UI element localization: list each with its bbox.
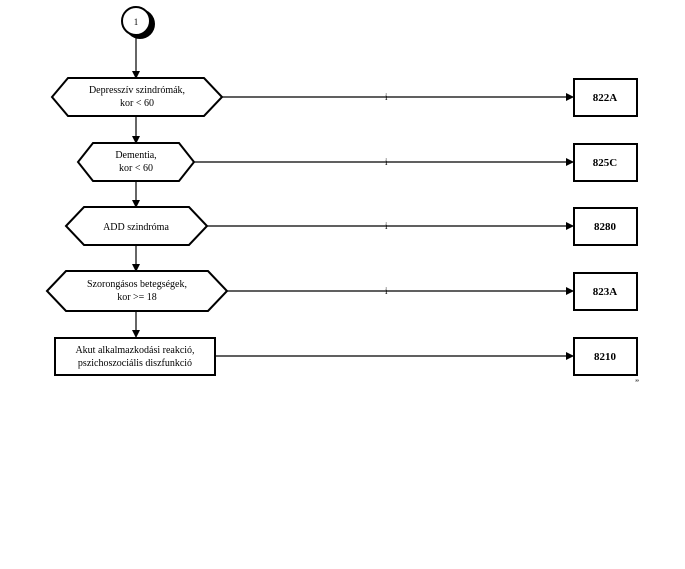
decision-dementia: Dementia, kor < 60 xyxy=(76,142,196,182)
process-line-1: Akut alkalmazkodási reakció, xyxy=(75,345,194,356)
decision-anxiety: Szorongásos betegségek, kor >= 18 xyxy=(45,270,229,312)
decision-add-line-1: ADD szindróma xyxy=(103,222,169,233)
process-acute-adjustment: Akut alkalmazkodási reakció, pszichoszoc… xyxy=(54,337,216,376)
start-connector: 1 xyxy=(121,6,155,39)
result-code-823A: 823A xyxy=(593,286,618,298)
process-line-2: pszichoszociális diszfunkció xyxy=(78,358,192,369)
result-box-8280: 8280 xyxy=(573,207,638,246)
branch-label-823A: i xyxy=(385,286,388,296)
decision-depressive-line-2: kor < 60 xyxy=(120,98,154,109)
decision-add: ADD szindróma xyxy=(64,206,209,246)
footnote-mark: ” xyxy=(635,378,639,388)
result-code-825C: 825C xyxy=(593,157,618,169)
branch-label-825C: i xyxy=(385,157,388,167)
branch-label-822A: i xyxy=(385,92,388,102)
result-box-822A: 822A xyxy=(573,78,638,117)
result-code-822A: 822A xyxy=(593,92,618,104)
result-box-825C: 825C xyxy=(573,143,638,182)
decision-depressive: Depresszív szindrómák, kor < 60 xyxy=(50,77,224,117)
result-box-8210: 8210 xyxy=(573,337,638,376)
decision-dementia-line-1: Dementia, xyxy=(115,150,156,161)
result-box-823A: 823A xyxy=(573,272,638,311)
decision-anxiety-line-1: Szorongásos betegségek, xyxy=(87,279,187,290)
result-code-8280: 8280 xyxy=(594,221,617,233)
decision-dementia-line-2: kor < 60 xyxy=(119,163,153,174)
decision-depressive-line-1: Depresszív szindrómák, xyxy=(89,85,185,96)
decision-anxiety-line-2: kor >= 18 xyxy=(117,292,157,303)
connector-label: 1 xyxy=(134,17,139,27)
branch-label-8280: i xyxy=(385,221,388,231)
result-code-8210: 8210 xyxy=(594,351,617,363)
